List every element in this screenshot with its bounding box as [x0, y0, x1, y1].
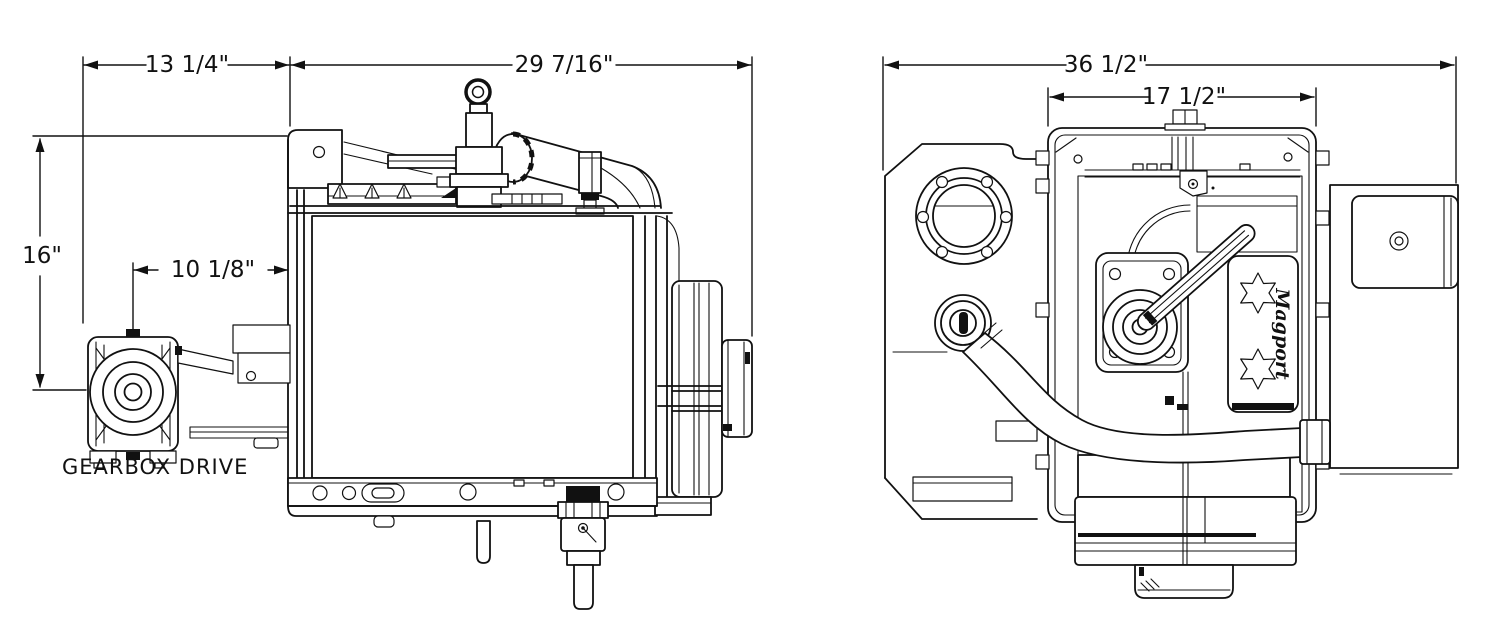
mount-studs	[332, 183, 412, 199]
pump-wedge	[441, 188, 456, 198]
gearbox-bracket	[175, 324, 291, 449]
rail-hole	[312, 485, 328, 501]
frame-hole	[1073, 154, 1083, 164]
tank-panel	[311, 215, 634, 479]
pump-flange	[449, 173, 509, 188]
motor-housing	[1329, 184, 1459, 475]
panel-pocket	[912, 476, 1013, 502]
dim-label-29-7-16: 29 7/16"	[515, 52, 614, 78]
magport-plate: Magport	[1227, 255, 1299, 413]
flange-bolt-holes	[916, 175, 1013, 259]
drain-pipe	[573, 564, 594, 610]
frame-hole	[1283, 152, 1293, 162]
gearbox	[87, 329, 179, 469]
dim-tank-width: 29 7/16"	[289, 52, 753, 337]
tank-lid	[287, 205, 673, 214]
motor-side	[654, 215, 753, 516]
gearbox-drive-label: GEARBOX DRIVE	[62, 455, 248, 479]
rail-hole	[459, 483, 477, 501]
dim-label-36-1-2: 36 1/2"	[1064, 52, 1148, 78]
pump-block	[455, 146, 503, 175]
star-knob	[1240, 272, 1276, 314]
v-band-clamp	[512, 131, 535, 185]
eyebolt-nut	[469, 103, 488, 114]
motor-foot	[654, 496, 712, 516]
discharge-duct	[493, 131, 662, 209]
clamp-foot	[253, 437, 279, 449]
dim-label-13-1-4: 13 1/4"	[145, 52, 229, 78]
dim-gearbox-to-tank: 13 1/4"	[82, 52, 290, 324]
dim-label-10-1-8: 10 1/8"	[171, 257, 255, 283]
tank-body	[311, 215, 668, 498]
pump-stem	[465, 112, 493, 148]
input-shaft-bore	[123, 382, 143, 402]
dim-height-to-shaft: 16"	[22, 135, 288, 391]
base-drum	[1074, 496, 1297, 566]
inner-box	[1196, 195, 1298, 253]
drain-valve	[557, 501, 609, 610]
base-assembly	[1074, 454, 1297, 599]
dim-shaft-to-tank: 10 1/8"	[132, 257, 289, 332]
rail-hole	[341, 485, 357, 501]
lever-handle	[1136, 224, 1256, 331]
tank-left-bracket	[287, 129, 456, 507]
hose	[962, 322, 1331, 465]
dim-label-17-1-2: 17 1/2"	[1142, 84, 1226, 110]
bracket-hole	[312, 145, 326, 159]
probe-rod	[476, 520, 491, 564]
right-view: Magport 36 1/	[882, 52, 1459, 599]
dim-overall-width: 36 1/2"	[882, 52, 1457, 184]
dim-label-16: 16"	[22, 243, 62, 269]
bottom-bucket	[1134, 564, 1234, 599]
dim-frame-width: 17 1/2"	[1047, 84, 1317, 127]
foot	[373, 515, 395, 528]
magport-brand-label: Magport	[1271, 287, 1293, 380]
end-panel	[884, 143, 1049, 520]
pump-foot-plate	[491, 193, 563, 205]
left-view: 13 1/4" 29 7/16" 16" 10 1/8"	[22, 52, 753, 610]
star-knob	[1240, 348, 1276, 390]
hose-cuff	[1299, 419, 1331, 465]
valve-cylinder	[575, 151, 641, 215]
panel-cutout	[995, 420, 1038, 442]
rail-hole	[607, 483, 625, 501]
drain-port	[566, 486, 600, 503]
